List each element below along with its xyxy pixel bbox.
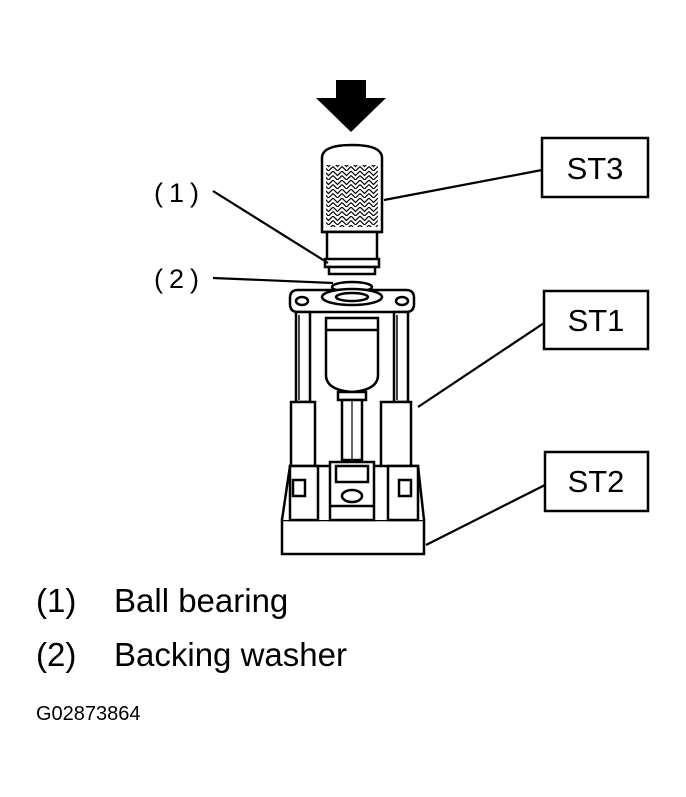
st2-label-box: ST2 xyxy=(543,450,650,513)
legend-text: Ball bearing xyxy=(114,582,289,619)
legend-item: (1) Ball bearing xyxy=(36,582,288,620)
callout-2: (2) xyxy=(154,264,205,294)
legend-number: (1) xyxy=(36,582,77,619)
st2-base xyxy=(280,460,426,556)
st1-top-plate xyxy=(288,287,416,314)
st3-press-head xyxy=(320,143,384,276)
st1-label: ST1 xyxy=(568,303,625,338)
st3-label: ST3 xyxy=(567,151,624,186)
down-arrow-icon xyxy=(316,80,386,132)
st3-label-box: ST3 xyxy=(540,136,650,199)
st2-label: ST2 xyxy=(568,464,625,499)
legend-text: Backing washer xyxy=(114,636,347,673)
legend-item: (2) Backing washer xyxy=(36,636,347,674)
callout-1: (1) xyxy=(154,178,205,208)
legend-number: (2) xyxy=(36,636,77,673)
st1-label-box: ST1 xyxy=(542,289,650,351)
figure-id: G02873864 xyxy=(36,703,141,725)
leader-lines xyxy=(212,168,546,546)
st1-center-pilot xyxy=(324,316,380,462)
